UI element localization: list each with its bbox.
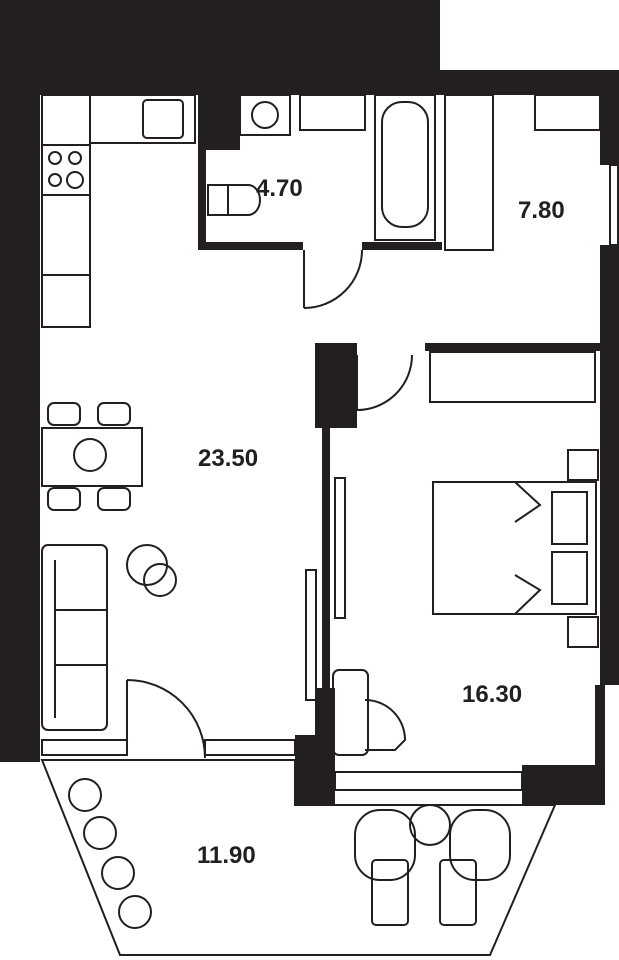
bath-left-wall: [198, 95, 206, 250]
balcony-outline: [40, 759, 557, 956]
room-area-bathroom: 4.70: [256, 175, 303, 202]
counter: [41, 94, 91, 146]
window-right: [609, 164, 619, 246]
desk-icon: [332, 669, 369, 756]
partition-wall-lower: [315, 688, 335, 738]
sofa-icon: [41, 544, 108, 731]
chair-icon: [364, 699, 407, 751]
toilet-icon: [207, 184, 229, 216]
room-area-living-kitchen: 23.50: [198, 445, 259, 472]
bed-icon: [432, 481, 597, 615]
bedroom-door-swing: [356, 354, 413, 411]
stove-icon: [41, 144, 91, 196]
window-mid: [204, 739, 296, 756]
sink-counter: [89, 94, 196, 144]
fridge-icon: [41, 274, 91, 328]
counter-lower: [41, 194, 91, 276]
lounge-chair-icon: [354, 809, 416, 881]
bottom-right-wall: [522, 765, 605, 805]
plant-icons: [68, 438, 152, 929]
right-wall-upper: [600, 70, 619, 165]
dining-table-icon: [41, 427, 143, 487]
partition-wall-base: [295, 735, 335, 805]
bath-bottom-wall-right: [362, 242, 442, 250]
bathtub-icon: [374, 94, 436, 241]
room-area-bedroom: 16.30: [462, 681, 523, 708]
fixtures: [40, 94, 619, 956]
bedroom-wall-stub: [315, 343, 357, 428]
shelf-icon: [534, 94, 601, 131]
window-bedroom: [334, 771, 523, 791]
nightstand-icon: [567, 449, 599, 481]
washing-machine-icon: [239, 94, 291, 136]
balcony-table-icon: [409, 804, 451, 846]
right-wall-bottom: [595, 685, 605, 780]
top-right-wall: [440, 70, 619, 95]
right-wall-lower: [600, 245, 619, 685]
bedroom-top-wall: [425, 343, 605, 351]
room-area-balcony: 11.90: [197, 842, 256, 869]
burner: [48, 151, 62, 165]
room-area-wardrobe: 7.80: [518, 197, 565, 224]
kitchen-sink-icon: [142, 99, 184, 139]
bath-sink-icon: [299, 94, 366, 131]
bath-bottom-wall-left: [198, 242, 303, 250]
bedroom-wardrobe-icon: [429, 351, 596, 403]
wardrobe-rack-icon: [444, 94, 494, 251]
nightstand-icon: [567, 616, 599, 648]
entrance-door-swing: [126, 679, 206, 759]
partition-panel: [305, 569, 317, 701]
window-left: [41, 739, 128, 756]
lounge-chair-icon: [449, 809, 511, 881]
partition-panel: [334, 477, 346, 619]
bathroom-door-swing: [303, 249, 363, 309]
partition-wall: [322, 428, 330, 688]
top-wall: [0, 0, 440, 95]
walls: [0, 0, 619, 805]
left-wall: [0, 0, 40, 762]
